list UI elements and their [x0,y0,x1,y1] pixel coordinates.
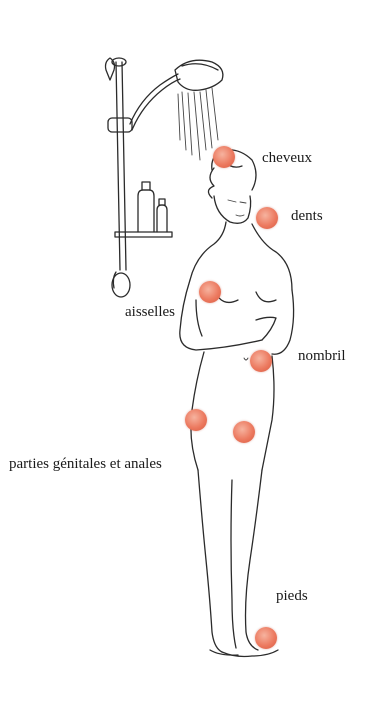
hotspot-aisselles[interactable] [199,281,221,303]
hotspot-cheveux[interactable] [213,146,235,168]
hotspot-dents[interactable] [256,207,278,229]
shower-rail [106,58,133,297]
hotspot-nombril[interactable] [250,350,272,372]
hotspot-parties-1[interactable] [185,409,207,431]
label-cheveux: cheveux [262,151,312,166]
shower-head [130,60,223,160]
shelf-with-bottles [115,182,172,237]
label-pieds: pieds [276,589,308,604]
label-dents: dents [291,209,323,224]
label-parties-genitales: parties génitales et anales [9,457,162,472]
label-nombril: nombril [298,349,346,364]
woman-figure [180,150,294,657]
hotspot-pieds[interactable] [255,627,277,649]
hotspot-parties-2[interactable] [233,421,255,443]
label-aisselles: aisselles [125,305,175,320]
